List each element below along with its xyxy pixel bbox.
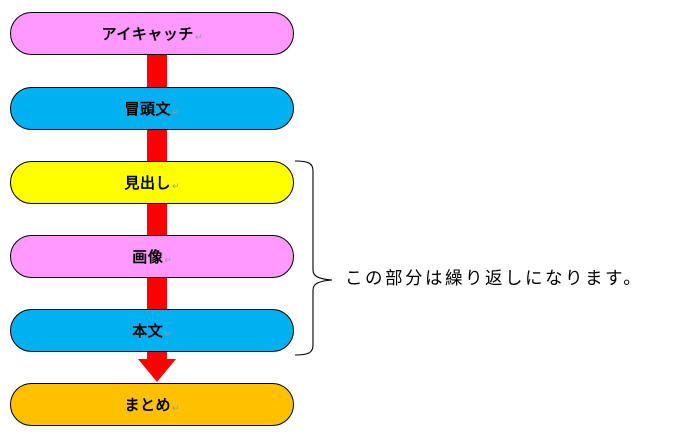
connector-4-5 — [147, 276, 167, 312]
step-eyecatch: アイキャッチ↵ — [10, 12, 294, 55]
repeat-annotation: この部分は繰り返しになります。 — [345, 269, 644, 289]
step-summary-label: まとめ — [124, 396, 171, 414]
connector-3-4 — [147, 202, 167, 238]
connector-1-2 — [147, 52, 167, 88]
step-image-label: 画像 — [132, 248, 164, 266]
return-mark-icon: ↵ — [171, 403, 180, 414]
step-summary: まとめ↵ — [10, 383, 294, 426]
step-intro-label: 冒頭文 — [124, 100, 171, 118]
step-body-label: 本文 — [132, 322, 164, 340]
return-mark-icon: ↵ — [171, 181, 180, 192]
connector-2-3 — [147, 128, 167, 162]
repeat-bracket — [294, 160, 333, 356]
return-mark-icon: ↵ — [194, 32, 203, 43]
step-heading: 見出し↵ — [10, 161, 294, 204]
return-mark-icon: ↵ — [171, 107, 180, 118]
return-mark-icon: ↵ — [164, 255, 172, 266]
connector-5-6-shaft — [147, 350, 167, 360]
return-mark-icon: ↵ — [164, 329, 172, 340]
step-body: 本文↵ — [10, 309, 294, 352]
step-image: 画像↵ — [10, 235, 294, 278]
step-heading-label: 見出し — [124, 174, 171, 192]
step-eyecatch-label: アイキャッチ — [101, 25, 194, 43]
step-intro: 冒頭文↵ — [10, 87, 294, 130]
down-arrow-head — [138, 359, 176, 382]
